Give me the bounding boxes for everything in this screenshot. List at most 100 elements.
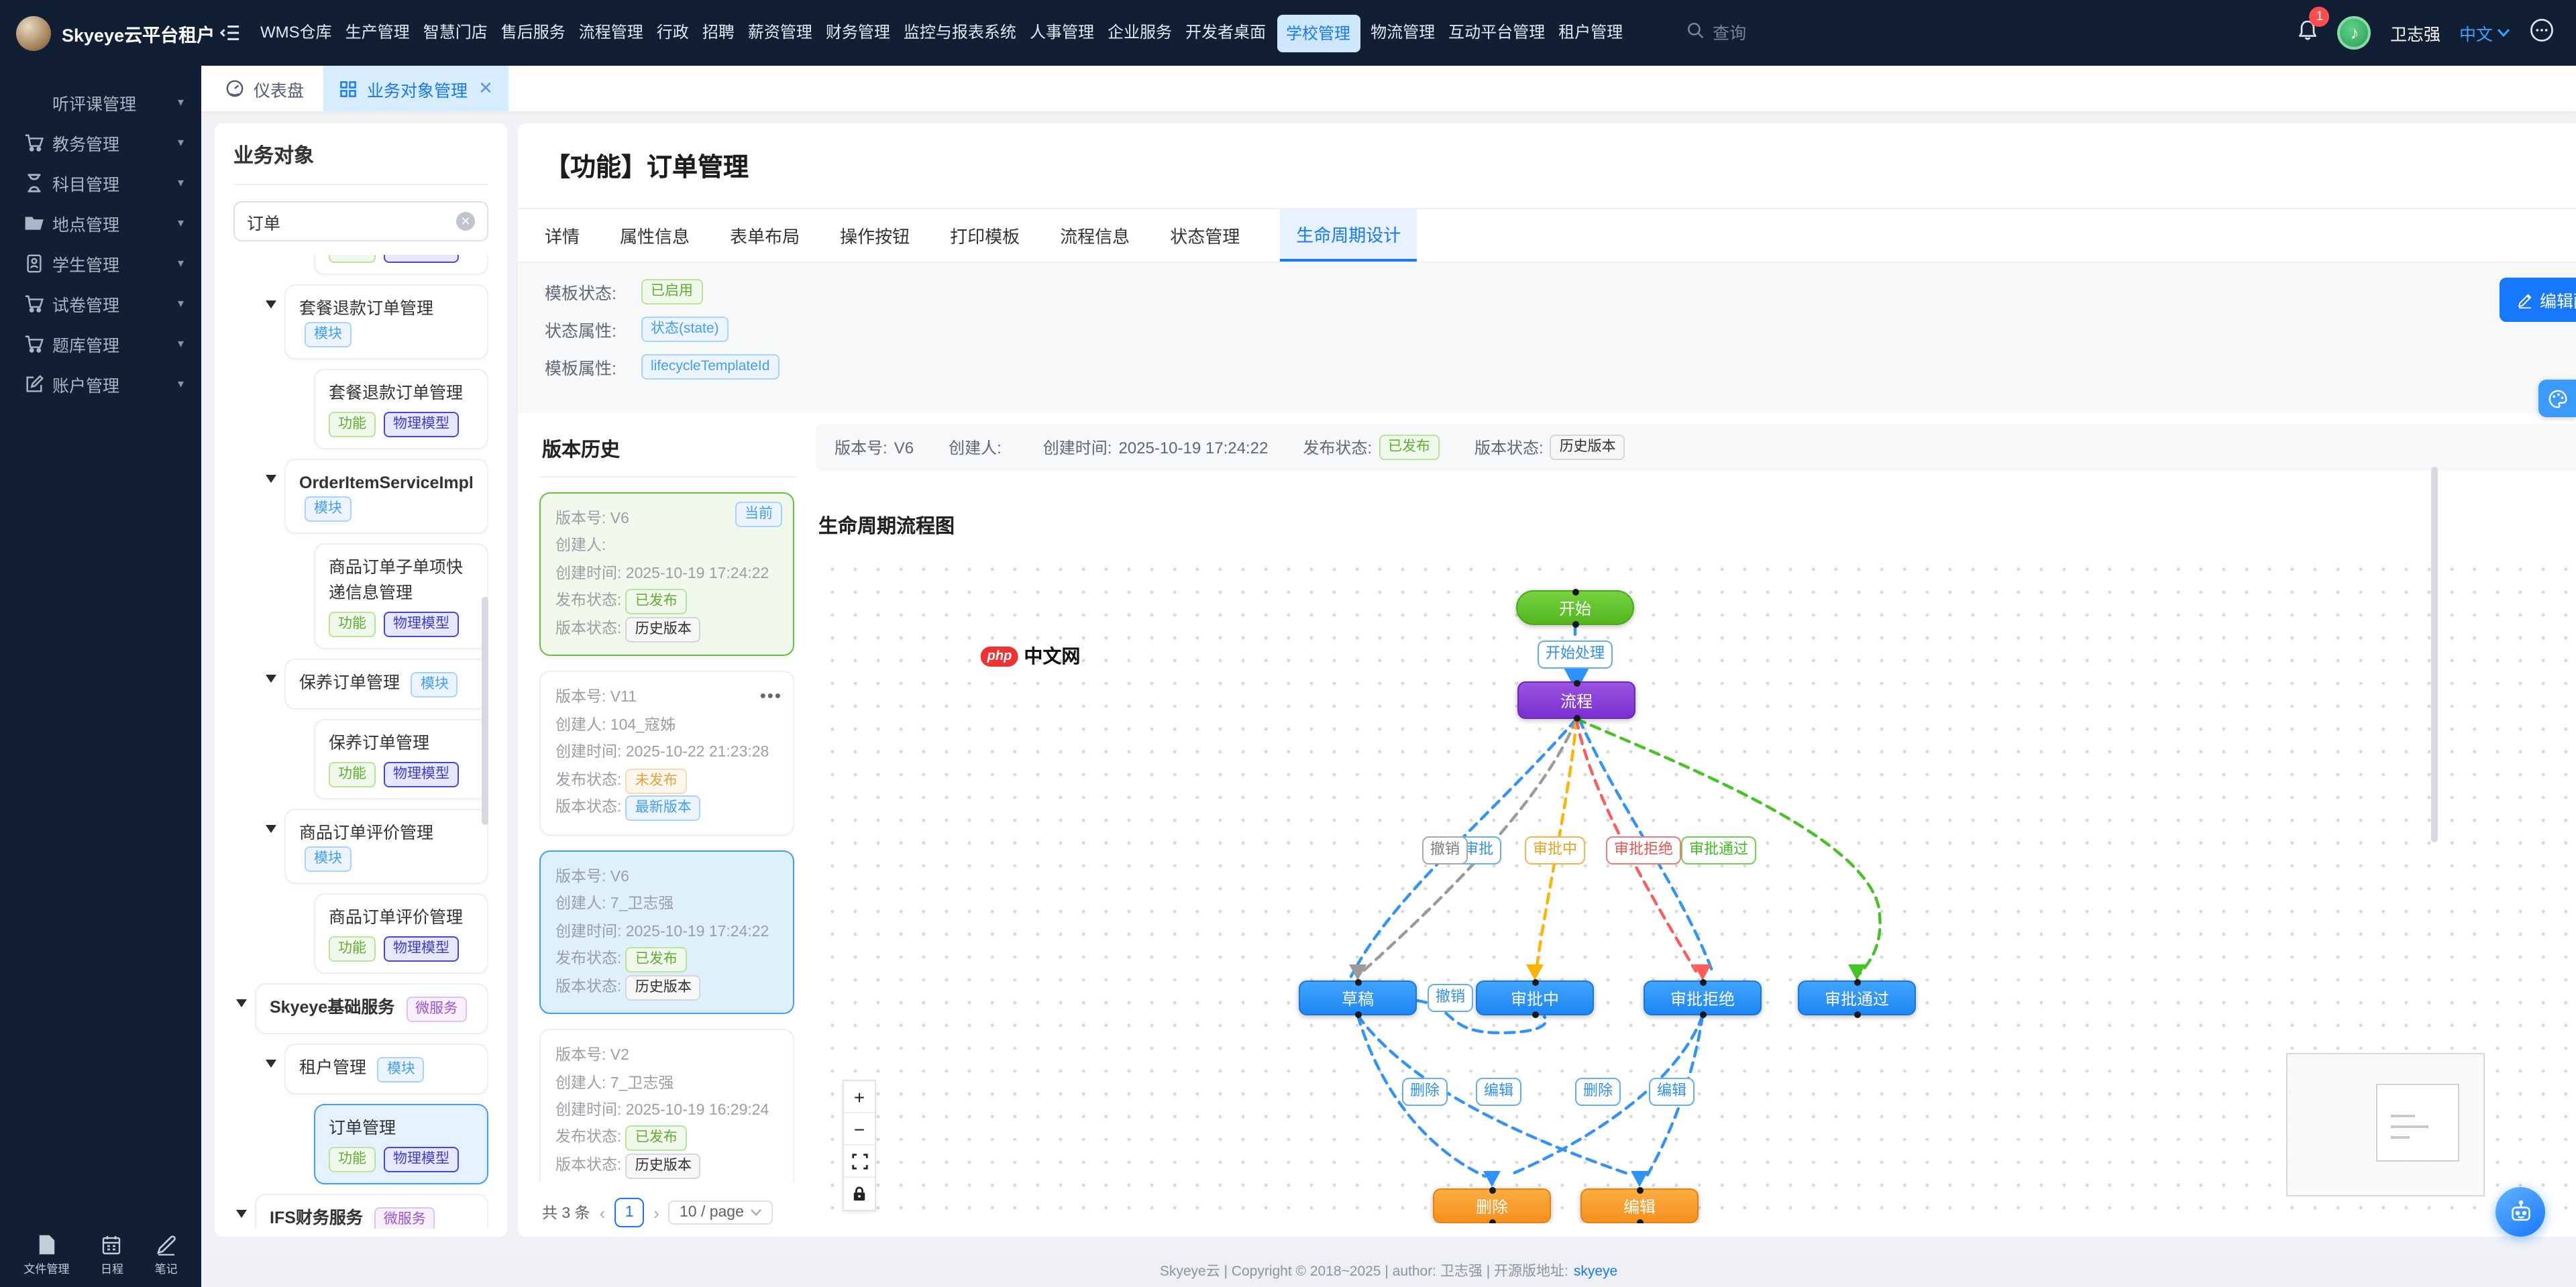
nav-item-智慧门店[interactable]: 智慧门店	[423, 23, 488, 42]
detail-tab-生命周期设计[interactable]: 生命周期设计	[1280, 209, 1417, 262]
detail-tab-打印模板[interactable]: 打印模板	[950, 227, 1020, 247]
content-area: 业务对象 ✕ 功能物理模型套餐退款订单管理 模块套餐退款订单管理功能物理模型Or…	[201, 111, 2576, 1255]
chat-icon[interactable]	[2529, 17, 2555, 49]
sidebar-collapse-icon[interactable]	[220, 23, 240, 43]
flow-node-审批拒绝[interactable]: 审批拒绝	[1644, 978, 1762, 1017]
sidebar-footer-笔记[interactable]: 笔记	[152, 1228, 180, 1282]
lifecycle-flow-canvas[interactable]: php 中文网 开始流程草稿审批中审批拒绝审批通过删除编辑 + −	[816, 553, 2576, 1223]
nav-item-生产管理[interactable]: 生产管理	[345, 23, 410, 42]
nav-item-行政[interactable]: 行政	[656, 23, 689, 42]
tree-item-商品订单子单项快递信息管理[interactable]: 商品订单子单项快递信息管理功能物理模型	[314, 543, 488, 649]
prev-page-icon[interactable]: ‹	[599, 1202, 606, 1223]
detail-tabs: 详情 属性信息 表单布局 操作按钮 打印模板 流程信息 状态管理 生命周期设计	[518, 209, 2576, 263]
tab-business-object-management[interactable]: 业务对象管理 ✕	[323, 66, 509, 111]
search-input[interactable]	[1713, 23, 1915, 42]
canvas-minimap[interactable]	[2286, 1053, 2485, 1196]
zoom-out-button[interactable]: −	[844, 1113, 875, 1145]
sidebar-item-听评课管理[interactable]: 听评课管理▾	[0, 82, 201, 122]
caret-down-icon[interactable]	[266, 1060, 276, 1068]
nav-item-租户管理[interactable]: 租户管理	[1558, 23, 1623, 42]
caret-down-icon[interactable]	[266, 475, 276, 484]
flow-node-流程[interactable]: 流程	[1517, 679, 1635, 721]
ai-assistant-button[interactable]	[2496, 1187, 2545, 1237]
caret-down-icon[interactable]	[266, 674, 276, 683]
nav-item-人事管理[interactable]: 人事管理	[1029, 23, 1094, 42]
flow-node-审批中[interactable]: 审批中	[1476, 978, 1594, 1017]
footer-link[interactable]: skyeye	[1573, 1263, 1618, 1280]
tree-item-商品订单评价管理[interactable]: 商品订单评价管理 模块	[266, 808, 488, 884]
close-tab-icon[interactable]: ✕	[478, 78, 493, 98]
tree-scrollbar[interactable]	[482, 597, 488, 825]
flow-node-删除[interactable]: 删除	[1433, 1186, 1551, 1223]
clear-search-icon[interactable]: ✕	[456, 212, 475, 231]
sidebar-item-账户管理[interactable]: 账户管理▾	[0, 363, 201, 404]
caret-down-icon[interactable]	[236, 999, 247, 1007]
detail-tab-表单布局[interactable]: 表单布局	[730, 227, 800, 247]
tree-item-保养订单管理[interactable]: 保养订单管理功能物理模型	[314, 718, 488, 799]
page-number[interactable]: 1	[614, 1198, 645, 1227]
lock-button[interactable]	[844, 1178, 875, 1210]
nav-item-薪资管理[interactable]: 薪资管理	[747, 23, 812, 42]
logo-icon	[16, 15, 51, 50]
detail-tab-操作按钮[interactable]: 操作按钮	[840, 227, 910, 247]
sidebar-item-科目管理[interactable]: 科目管理▾	[0, 162, 201, 203]
tree-item-订单管理[interactable]: 订单管理功能物理模型	[314, 1104, 488, 1185]
tree-item-保养订单管理[interactable]: 保养订单管理 模块	[266, 658, 488, 710]
nav-item-流程管理[interactable]: 流程管理	[578, 23, 643, 42]
caret-down-icon[interactable]	[266, 300, 276, 309]
sidebar-footer-文件管理[interactable]: 文件管理	[21, 1228, 72, 1282]
next-page-icon[interactable]: ›	[653, 1202, 659, 1223]
nav-item-开发者桌面[interactable]: 开发者桌面	[1185, 23, 1267, 42]
nav-item-招聘[interactable]: 招聘	[702, 23, 735, 42]
tree-item-套餐退款订单管理[interactable]: 套餐退款订单管理功能物理模型	[314, 369, 488, 450]
nav-item-WMS仓库[interactable]: WMS仓库	[260, 23, 332, 42]
username[interactable]: 卫志强	[2390, 25, 2440, 44]
nav-item-财务管理[interactable]: 财务管理	[825, 23, 890, 42]
theme-widget-button[interactable]	[2538, 380, 2576, 417]
nav-item-互动平台管理[interactable]: 互动平台管理	[1448, 23, 1546, 42]
sidebar-item-试卷管理[interactable]: 试卷管理▾	[0, 283, 201, 323]
flow-node-草稿[interactable]: 草稿	[1299, 978, 1417, 1017]
zoom-in-button[interactable]: +	[844, 1081, 875, 1113]
nav-item-物流管理[interactable]: 物流管理	[1371, 23, 1436, 42]
sidebar-item-地点管理[interactable]: 地点管理▾	[0, 203, 201, 243]
version-list-scrollbar[interactable]	[2431, 467, 2438, 842]
flow-node-审批通过[interactable]: 审批通过	[1798, 978, 1916, 1017]
tree-item-IFS财务服务[interactable]: IFS财务服务 微服务	[236, 1194, 488, 1229]
object-search-input[interactable]	[247, 212, 456, 231]
detail-tab-属性信息[interactable]: 属性信息	[620, 227, 690, 247]
tree-item-套餐退款订单管理[interactable]: 套餐退款订单管理 模块	[266, 284, 488, 360]
notification-bell-icon[interactable]: 1	[2298, 6, 2330, 48]
nav-item-学校管理[interactable]: 学校管理	[1277, 14, 1360, 52]
tree-item-OrderItemServiceImpl[interactable]: OrderItemServiceImpl 模块	[266, 459, 488, 535]
fit-view-button[interactable]	[844, 1145, 875, 1178]
tree-item-租户管理[interactable]: 租户管理 模块	[266, 1044, 488, 1095]
caret-down-icon[interactable]	[266, 824, 276, 833]
detail-tab-详情[interactable]: 详情	[545, 227, 580, 247]
sidebar-item-学生管理[interactable]: 学生管理▾	[0, 243, 201, 283]
card-menu-icon[interactable]: •••	[759, 685, 782, 706]
caret-down-icon[interactable]	[236, 1210, 247, 1219]
edit-config-button[interactable]: 编辑配置	[2499, 278, 2576, 322]
page-size-select[interactable]: 10 / page	[668, 1200, 773, 1225]
user-avatar[interactable]: ♪	[2337, 16, 2371, 50]
sidebar-footer-日程[interactable]: 日程	[98, 1228, 126, 1282]
language-switcher[interactable]: 中文	[2459, 20, 2510, 46]
sidebar-item-题库管理[interactable]: 题库管理▾	[0, 323, 201, 363]
tree-item-Skyeye基础服务[interactable]: Skyeye基础服务 微服务	[236, 983, 488, 1034]
nav-item-企业服务[interactable]: 企业服务	[1107, 23, 1172, 42]
nav-item-售后服务[interactable]: 售后服务	[500, 23, 566, 42]
nav-item-监控与报表系统[interactable]: 监控与报表系统	[903, 23, 1016, 42]
flow-node-编辑[interactable]: 编辑	[1580, 1186, 1699, 1223]
tree-item-商品订单评价管理[interactable]: 商品订单评价管理功能物理模型	[314, 893, 488, 974]
tab-dashboard[interactable]: 仪表盘	[201, 66, 323, 111]
detail-tab-状态管理[interactable]: 状态管理	[1170, 227, 1240, 247]
detail-tab-流程信息[interactable]: 流程信息	[1060, 227, 1130, 247]
sidebar-item-教务管理[interactable]: 教务管理▾	[0, 122, 201, 162]
flow-node-开始[interactable]: 开始	[1516, 588, 1634, 627]
